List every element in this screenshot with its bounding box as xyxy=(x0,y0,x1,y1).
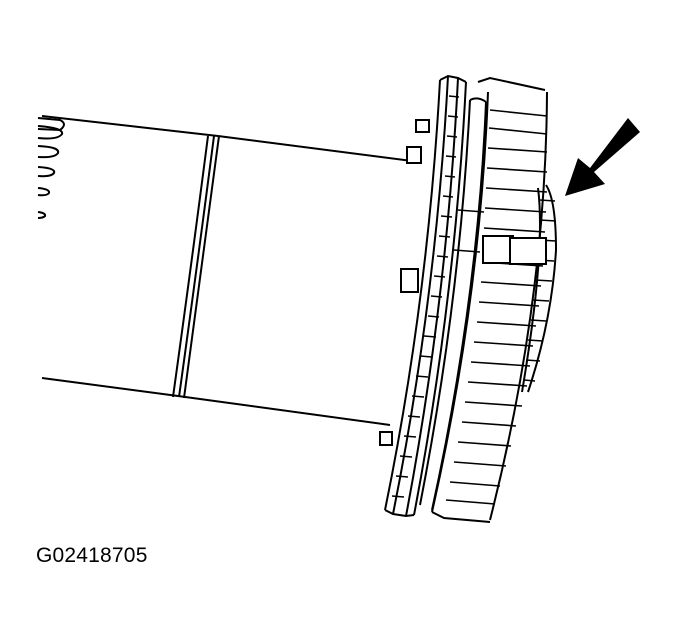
figure-id-label: G02418705 xyxy=(36,544,148,567)
shaft xyxy=(41,115,421,426)
spring-coils xyxy=(37,117,65,219)
arrow-pointer-icon xyxy=(565,118,640,196)
outer-gear-ring xyxy=(431,76,558,523)
inner-flange-ring xyxy=(379,74,467,518)
